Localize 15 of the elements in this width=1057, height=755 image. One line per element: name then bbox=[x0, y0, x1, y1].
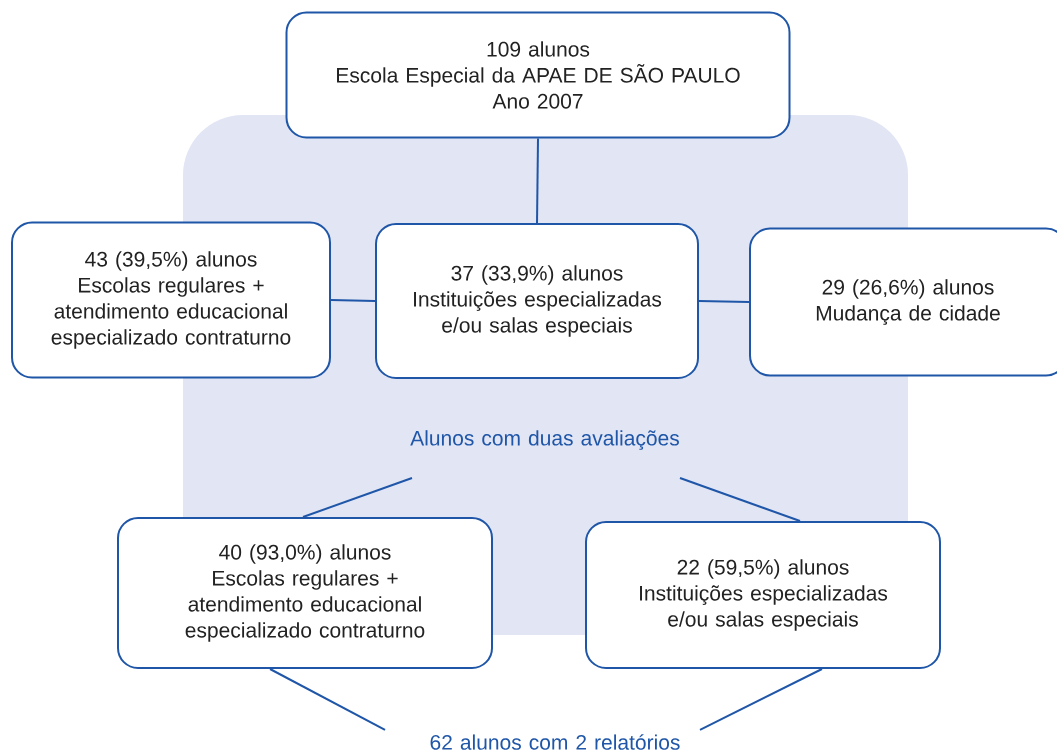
process-box: 29 (26,6%) alunos Mudança de cidade bbox=[749, 227, 1057, 377]
group-label: Alunos com duas avaliações bbox=[410, 430, 679, 450]
connector-line bbox=[536, 137, 539, 224]
process-box: 37 (33,9%) alunos Instituições especializadas e/ou salas especiais bbox=[375, 223, 699, 379]
process-box: 40 (93,0%) alunos Escolas regulares + atendimento educacional especializado contraturno bbox=[117, 517, 493, 669]
process-box: 43 (39,5%) alunos Escolas regulares + atendimento educacional especializado contraturno bbox=[11, 221, 331, 379]
connector-line bbox=[302, 477, 413, 518]
connector-line bbox=[699, 668, 823, 731]
process-box: 22 (59,5%) alunos Instituições especializadas e/ou salas especiais bbox=[585, 521, 941, 669]
connector-line bbox=[269, 668, 386, 731]
connector-line bbox=[698, 300, 750, 303]
process-box: 109 alunos Escola Especial da APAE DE SÃO PAULO Ano 2007 bbox=[285, 11, 791, 139]
connector-line bbox=[330, 299, 376, 302]
group-label: 62 alunos com 2 relatórios bbox=[430, 734, 680, 750]
connector-line bbox=[679, 477, 801, 522]
